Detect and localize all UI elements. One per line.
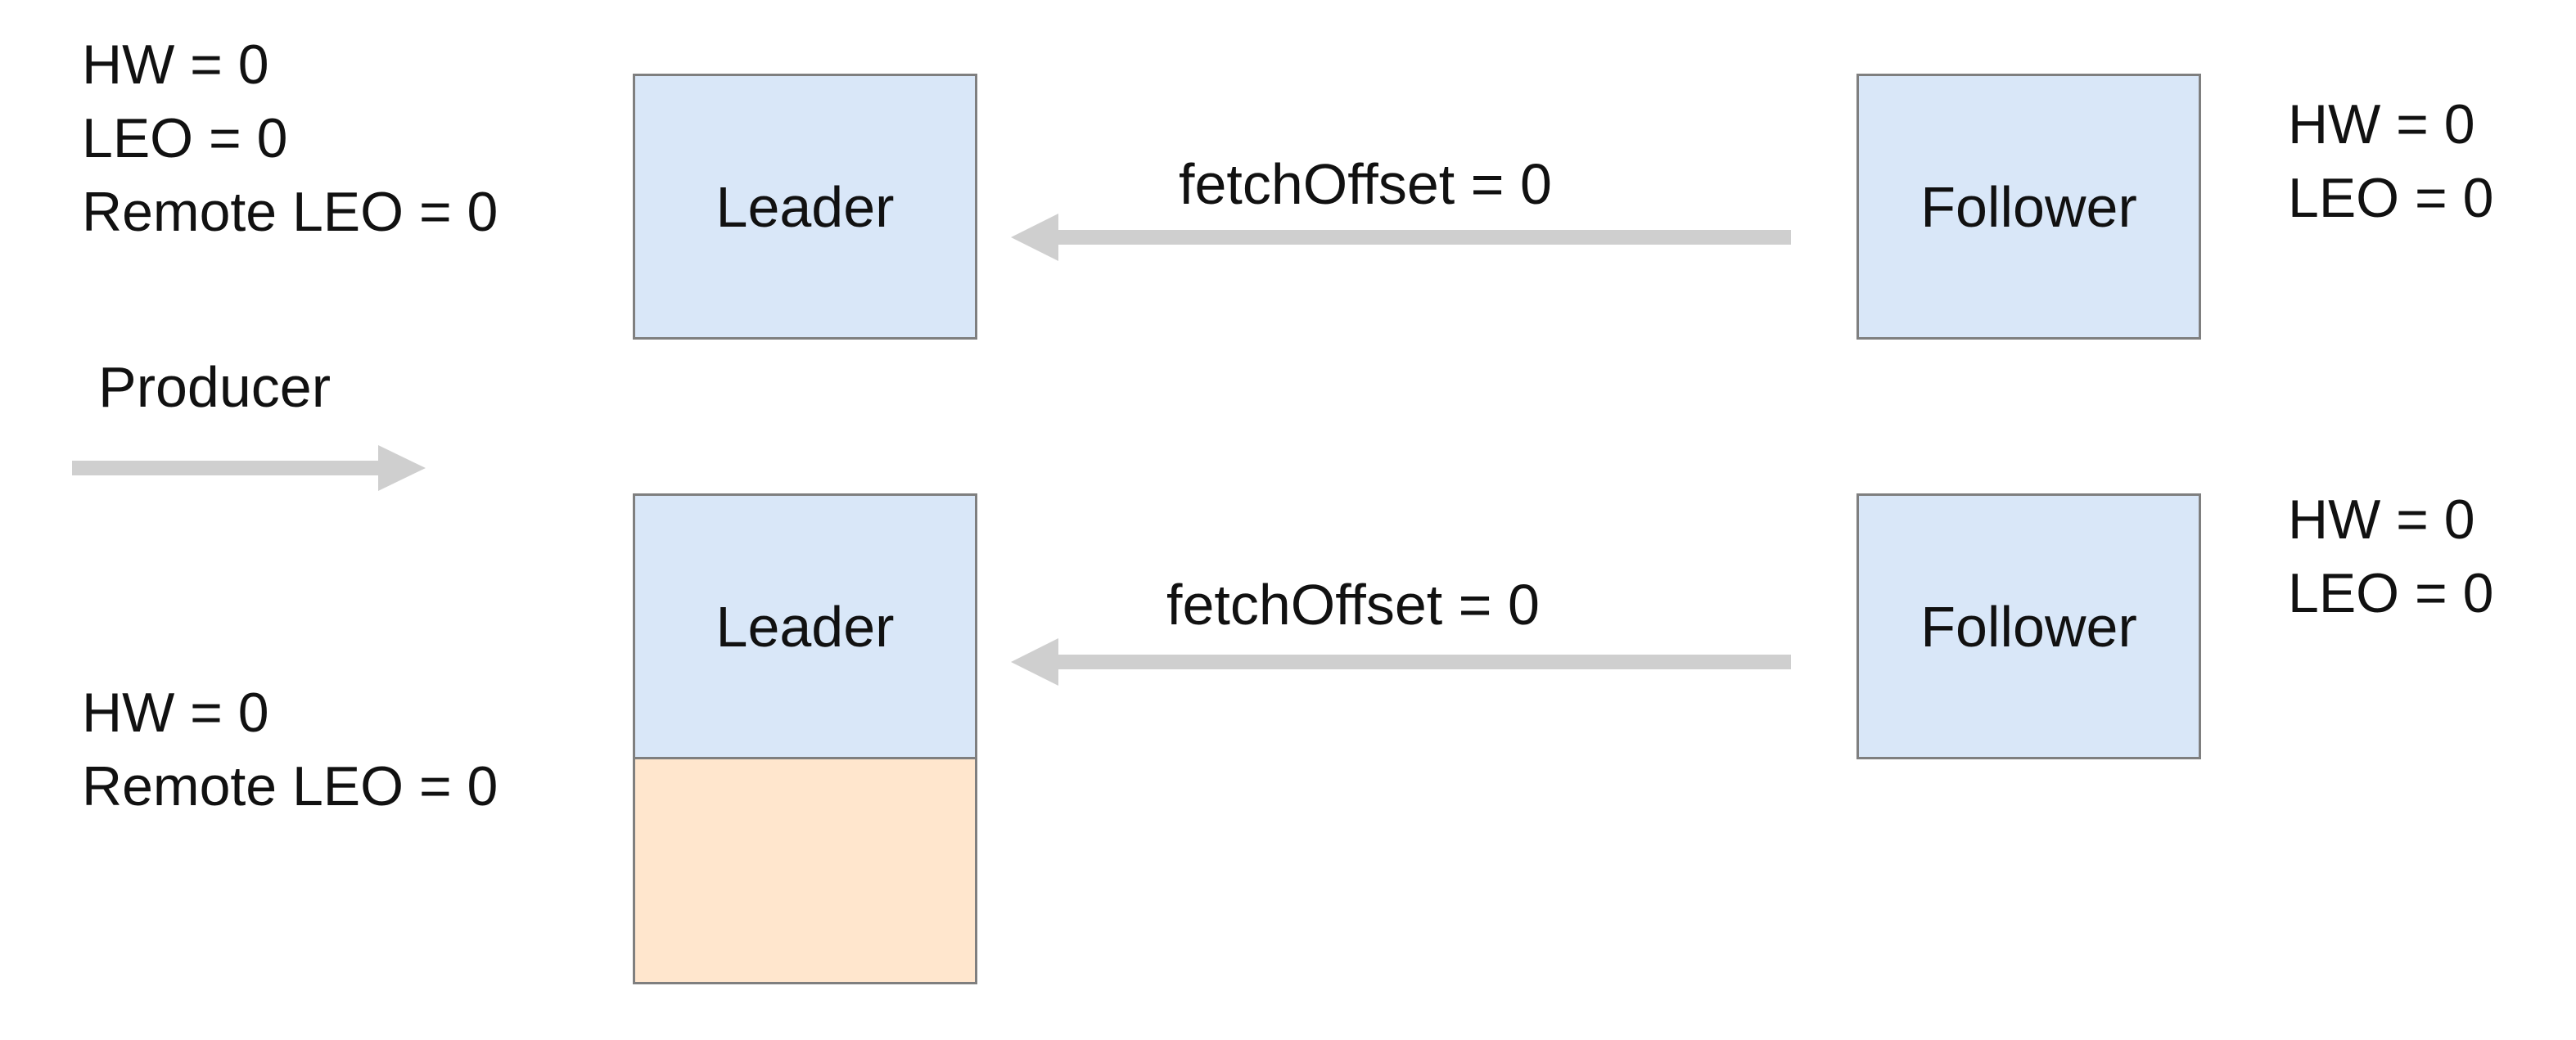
follower-leo-bottom: LEO = 0: [2288, 562, 2494, 624]
leader-node-top: Leader: [633, 74, 977, 340]
follower-node-bottom: Follower: [1856, 493, 2201, 759]
leader-leo-top: LEO = 0: [82, 107, 288, 169]
leader-remote-leo-top: Remote LEO = 0: [82, 181, 499, 243]
follower-label-bottom: Follower: [1920, 594, 2137, 659]
leader-label-top: Leader: [715, 174, 895, 239]
follower-hw-top: HW = 0: [2288, 93, 2475, 155]
leader-label-bottom: Leader: [715, 594, 895, 659]
leader-appended-message: [633, 757, 977, 984]
follower-stats-top: HW = 0 LEO = 0: [2288, 88, 2493, 235]
follower-stats-bottom: HW = 0 LEO = 0: [2288, 483, 2493, 630]
fetch-offset-label-bottom: fetchOffset = 0: [1166, 573, 1540, 637]
follower-hw-bottom: HW = 0: [2288, 488, 2475, 551]
leader-stats-top: HW = 0 LEO = 0 Remote LEO = 0: [82, 28, 498, 249]
follower-leo-top: LEO = 0: [2288, 167, 2494, 229]
fetch-arrow-top: [1011, 214, 1791, 261]
leader-hw-top: HW = 0: [82, 34, 269, 96]
leader-remote-leo-bottom: Remote LEO = 0: [82, 755, 499, 817]
follower-label-top: Follower: [1920, 174, 2137, 239]
producer-arrow: [72, 445, 426, 491]
leader-node-bottom: Leader: [633, 493, 977, 759]
follower-node-top: Follower: [1856, 74, 2201, 340]
leader-hw-bottom: HW = 0: [82, 682, 269, 744]
leader-stats-bottom: HW = 0 Remote LEO = 0: [82, 676, 498, 823]
producer-label: Producer: [98, 355, 332, 419]
fetch-offset-label-top: fetchOffset = 0: [1179, 152, 1552, 216]
fetch-arrow-bottom: [1011, 638, 1791, 686]
